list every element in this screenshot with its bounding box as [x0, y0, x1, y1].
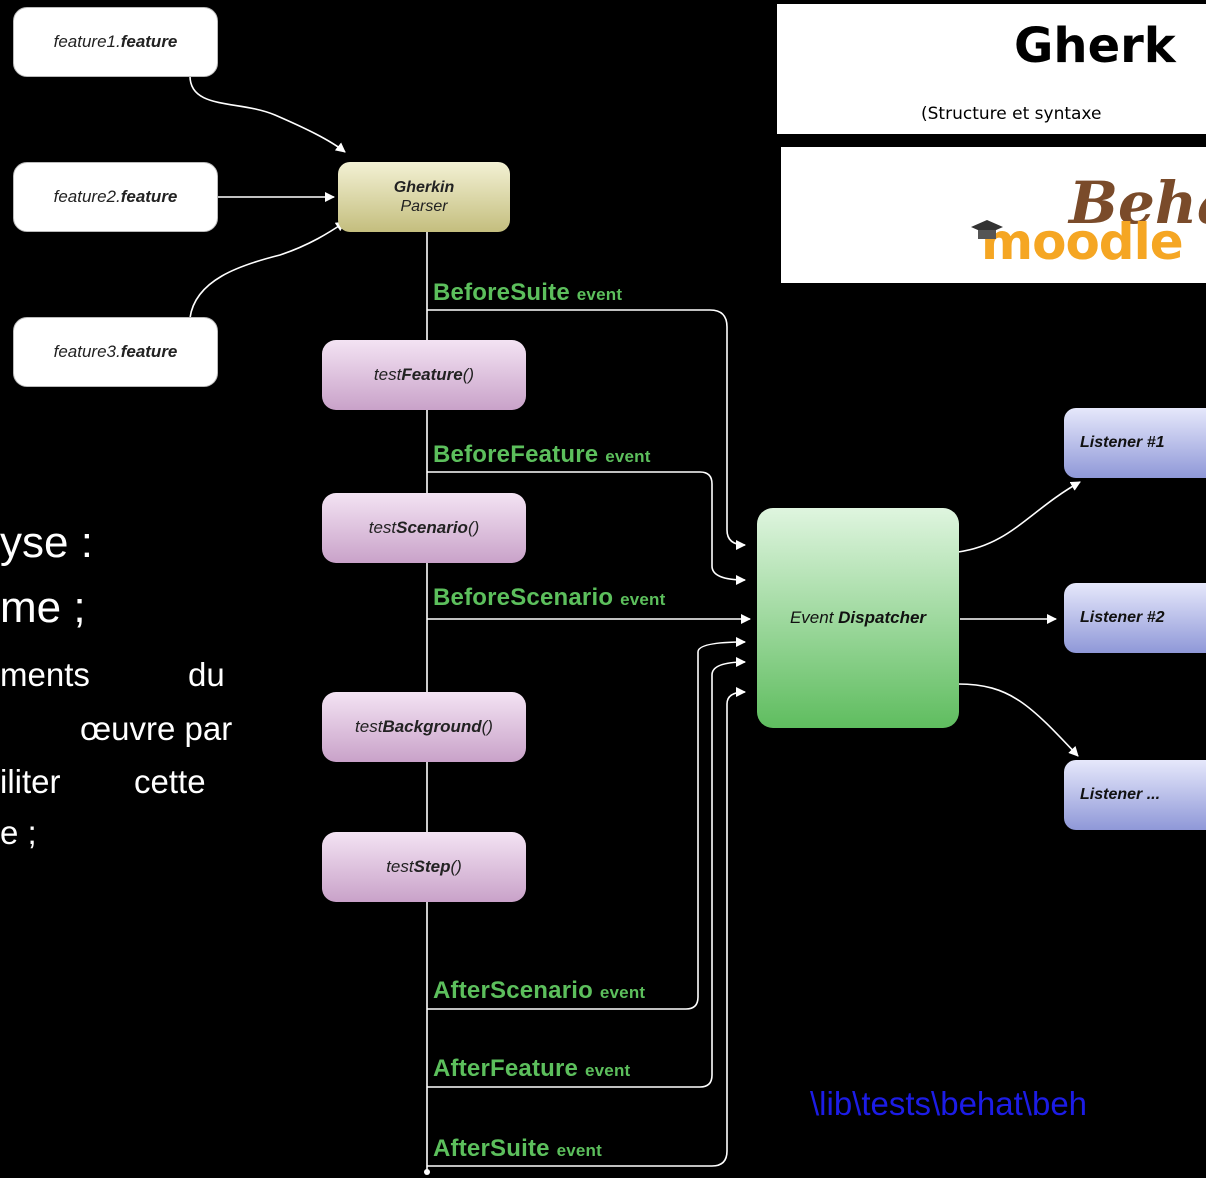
listener-1-node: Listener #1 — [1064, 408, 1206, 478]
logo-text-behat: Beha — [1069, 169, 1206, 237]
event-dispatcher-node: Event Dispatcher — [757, 508, 959, 728]
event-after-scenario: AfterScenario event — [433, 977, 646, 1004]
test-scenario-node: testScenario() — [322, 493, 526, 563]
behat-moodle-logo: Beha moodle — [781, 147, 1206, 283]
listener-3-node: Listener ... — [1064, 760, 1206, 830]
left-text-line-6: e ; — [0, 814, 37, 851]
logo-text-moodle: moodle — [981, 213, 1184, 271]
left-text-line-1: yse : — [0, 518, 93, 567]
parser-label-1: Gherkin — [393, 179, 455, 196]
listener-2-node: Listener #2 — [1064, 583, 1206, 653]
left-text-line-4: œuvre par — [80, 710, 233, 747]
feature-file-1: feature1.feature — [13, 7, 218, 77]
left-text-line-3a: ments — [0, 656, 90, 693]
event-after-feature: AfterFeature event — [433, 1055, 631, 1082]
page-subtitle: (Structure et syntaxe — [921, 104, 1102, 124]
left-text-line-2: me ; — [0, 583, 86, 632]
parser-label-2: Parser — [400, 198, 448, 215]
event-before-scenario: BeforeScenario event — [433, 584, 666, 611]
gherkin-parser-node: Gherkin Parser — [338, 162, 510, 232]
left-text-line-3b: du — [188, 656, 225, 693]
feature-file-2-name: feature2.feature — [53, 187, 178, 206]
mortarboard-icon — [971, 220, 1003, 239]
feature-file-1-name: feature1.feature — [53, 32, 178, 51]
feature-file-3: feature3.feature — [13, 317, 218, 387]
page-title: Gherk — [1014, 18, 1176, 74]
event-before-feature: BeforeFeature event — [433, 441, 651, 468]
left-text-line-5a: iliter — [0, 763, 61, 800]
title-panel: Gherk (Structure et syntaxe — [777, 4, 1206, 134]
event-before-suite: BeforeSuite event — [433, 279, 623, 306]
test-feature-node: testFeature() — [322, 340, 526, 410]
feature-file-2: feature2.feature — [13, 162, 218, 232]
test-background-node: testBackground() — [322, 692, 526, 762]
left-text-line-5b: cette — [134, 763, 206, 800]
event-after-suite: AfterSuite event — [433, 1135, 602, 1162]
feature-file-3-name: feature3.feature — [53, 342, 178, 361]
test-step-node: testStep() — [322, 832, 526, 902]
behat-path-text: \lib\tests\behat\beh — [810, 1085, 1088, 1122]
